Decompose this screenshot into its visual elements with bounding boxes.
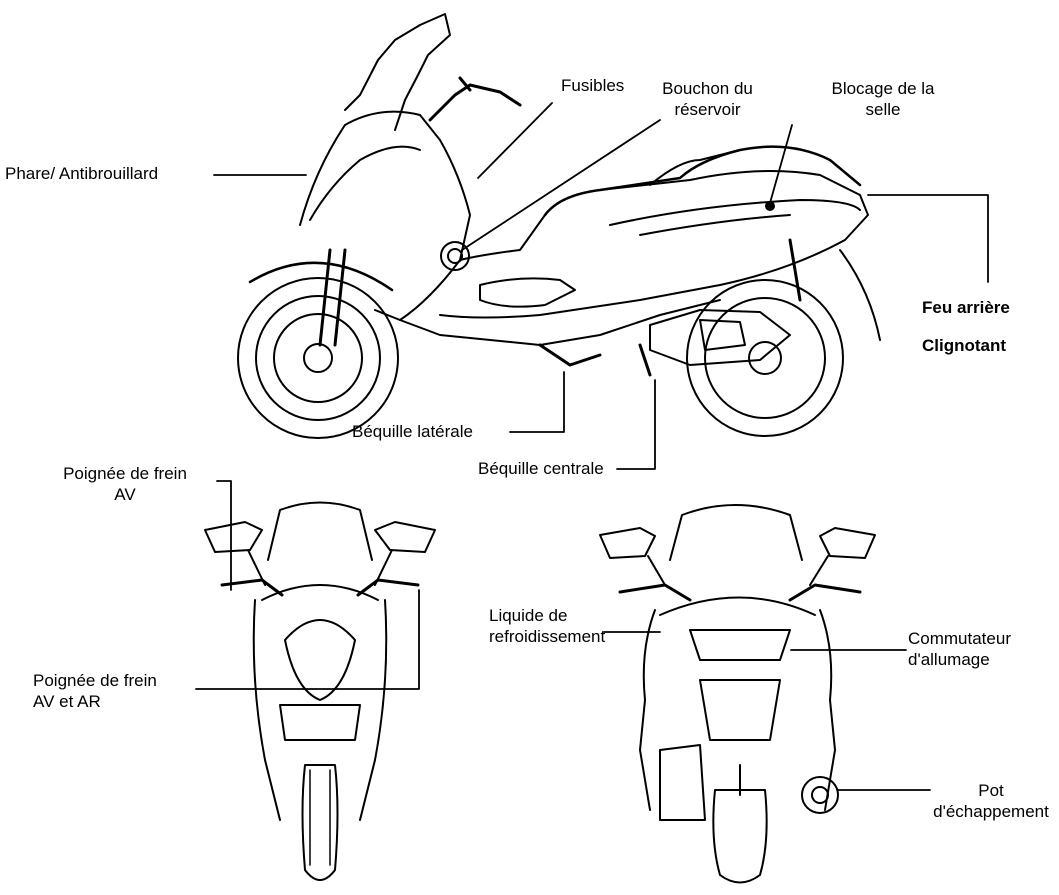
label-pot-line1: Pot bbox=[978, 781, 1004, 800]
label-bequille-centrale: Béquille centrale bbox=[478, 458, 604, 479]
leader-frein-av bbox=[216, 480, 232, 591]
leader-bequille-laterale bbox=[509, 371, 565, 433]
label-feu-arriere: Feu arrière bbox=[922, 297, 1010, 318]
front-wheel bbox=[237, 261, 399, 439]
rear-wheel bbox=[686, 279, 844, 437]
label-clignotant: Clignotant bbox=[922, 335, 1006, 356]
label-frein-av-line1: Poignée de frein bbox=[63, 464, 187, 483]
label-blocage-line1: Blocage de la bbox=[831, 79, 935, 98]
label-bouchon-line1: Bouchon du bbox=[662, 79, 753, 98]
label-bouchon-line2: réservoir bbox=[674, 100, 741, 119]
label-commutateur-line1: Commutateur bbox=[908, 629, 1011, 648]
label-fusibles: Fusibles bbox=[561, 75, 624, 96]
label-pot: Pot d'échappement bbox=[928, 780, 1054, 822]
label-frein-avar-line1: Poignée de frein bbox=[33, 671, 157, 690]
front-view-scooter bbox=[204, 501, 436, 881]
rear-view-scooter bbox=[599, 504, 876, 884]
label-bequille-centrale-text: Béquille centrale bbox=[478, 459, 604, 478]
leader-frein-avar bbox=[195, 589, 420, 690]
label-frein-av-line2: AV bbox=[114, 485, 136, 504]
label-fusibles-text: Fusibles bbox=[561, 76, 625, 95]
leader-bouchon bbox=[461, 119, 661, 251]
side-view-scooter bbox=[237, 13, 881, 439]
label-blocage: Blocage de la selle bbox=[808, 78, 958, 120]
label-commutateur: Commutateur d'allumage bbox=[908, 628, 1011, 670]
label-liquide-line1: Liquide de bbox=[489, 606, 568, 625]
label-pot-line2: d'échappement bbox=[933, 802, 1049, 821]
label-frein-av: Poignée de frein AV bbox=[35, 463, 215, 505]
label-bequille-laterale: Béquille latérale bbox=[352, 421, 473, 442]
leader-blocage bbox=[769, 124, 793, 204]
label-frein-avar: Poignée de frein AV et AR bbox=[33, 670, 157, 712]
label-feu-arriere-text: Feu arrière bbox=[922, 298, 1010, 317]
label-bequille-laterale-text: Béquille latérale bbox=[352, 422, 473, 441]
label-commutateur-line2: d'allumage bbox=[908, 650, 990, 669]
label-liquide: Liquide de refroidissement bbox=[489, 605, 605, 647]
label-liquide-line2: refroidissement bbox=[489, 627, 606, 646]
label-phare: Phare/ Antibrouillard bbox=[5, 163, 158, 184]
leader-bequille-centrale bbox=[616, 379, 656, 470]
label-clignotant-text: Clignotant bbox=[922, 336, 1007, 355]
leader-feu-arriere bbox=[867, 194, 989, 283]
label-frein-avar-line2: AV et AR bbox=[33, 692, 101, 711]
label-blocage-line2: selle bbox=[865, 100, 901, 119]
label-bouchon: Bouchon du réservoir bbox=[640, 78, 775, 120]
leader-lines bbox=[195, 102, 989, 791]
label-phare-text: Phare/ Antibrouillard bbox=[5, 164, 159, 183]
leader-fusibles bbox=[477, 102, 553, 179]
